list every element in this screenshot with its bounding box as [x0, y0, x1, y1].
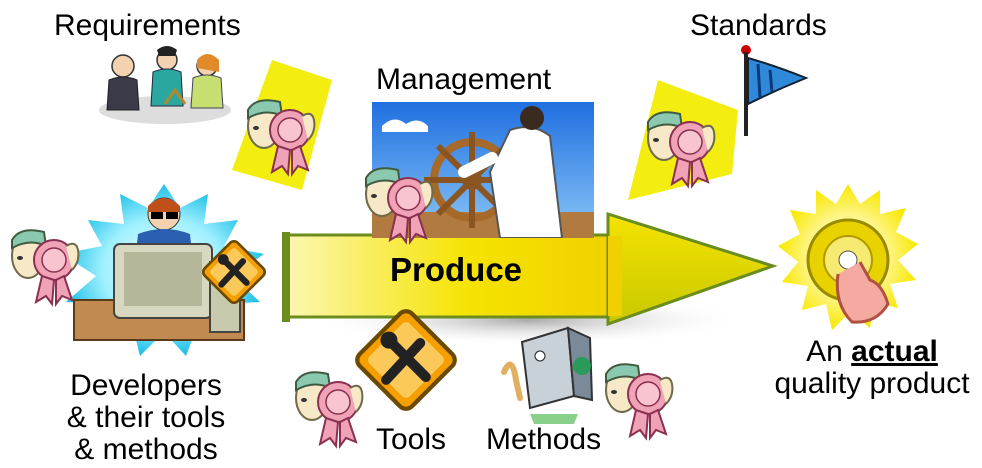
- product-prefix: An: [806, 335, 852, 368]
- management-label: Management: [376, 63, 552, 96]
- inspector-ribbon-icon: [365, 167, 434, 243]
- meeting-people-icon: [99, 46, 231, 124]
- product-line-1: An actual: [770, 336, 974, 368]
- inspector-ribbon-icon: [605, 363, 674, 439]
- inspector-ribbon-icon: [628, 80, 738, 200]
- inspector-ribbon-icon: [11, 229, 80, 305]
- inspector-ribbon-icon: [232, 60, 332, 190]
- book-reader-icon: [501, 326, 594, 424]
- methods-label: Methods: [486, 423, 602, 456]
- product-emphasis: actual: [851, 335, 938, 368]
- tools-label: Tools: [376, 423, 447, 456]
- developers-line-3: & methods: [74, 433, 218, 466]
- flag-icon: [741, 45, 809, 136]
- product-label: An actual quality product: [770, 336, 974, 400]
- tools-sign-icon: [200, 238, 268, 306]
- developers-line-1: Developers: [70, 369, 222, 402]
- tools-sign-icon: [352, 306, 460, 414]
- requirements-label: Requirements: [54, 9, 241, 42]
- cd-disc-icon: [778, 184, 918, 330]
- product-line-2: quality product: [774, 367, 970, 400]
- developers-line-2: & their tools: [66, 401, 226, 434]
- produce-label: Produce: [390, 251, 523, 288]
- developers-label: Developers & their tools & methods: [46, 370, 246, 466]
- standards-label: Standards: [690, 9, 827, 42]
- developer-computer-icon: [62, 184, 264, 356]
